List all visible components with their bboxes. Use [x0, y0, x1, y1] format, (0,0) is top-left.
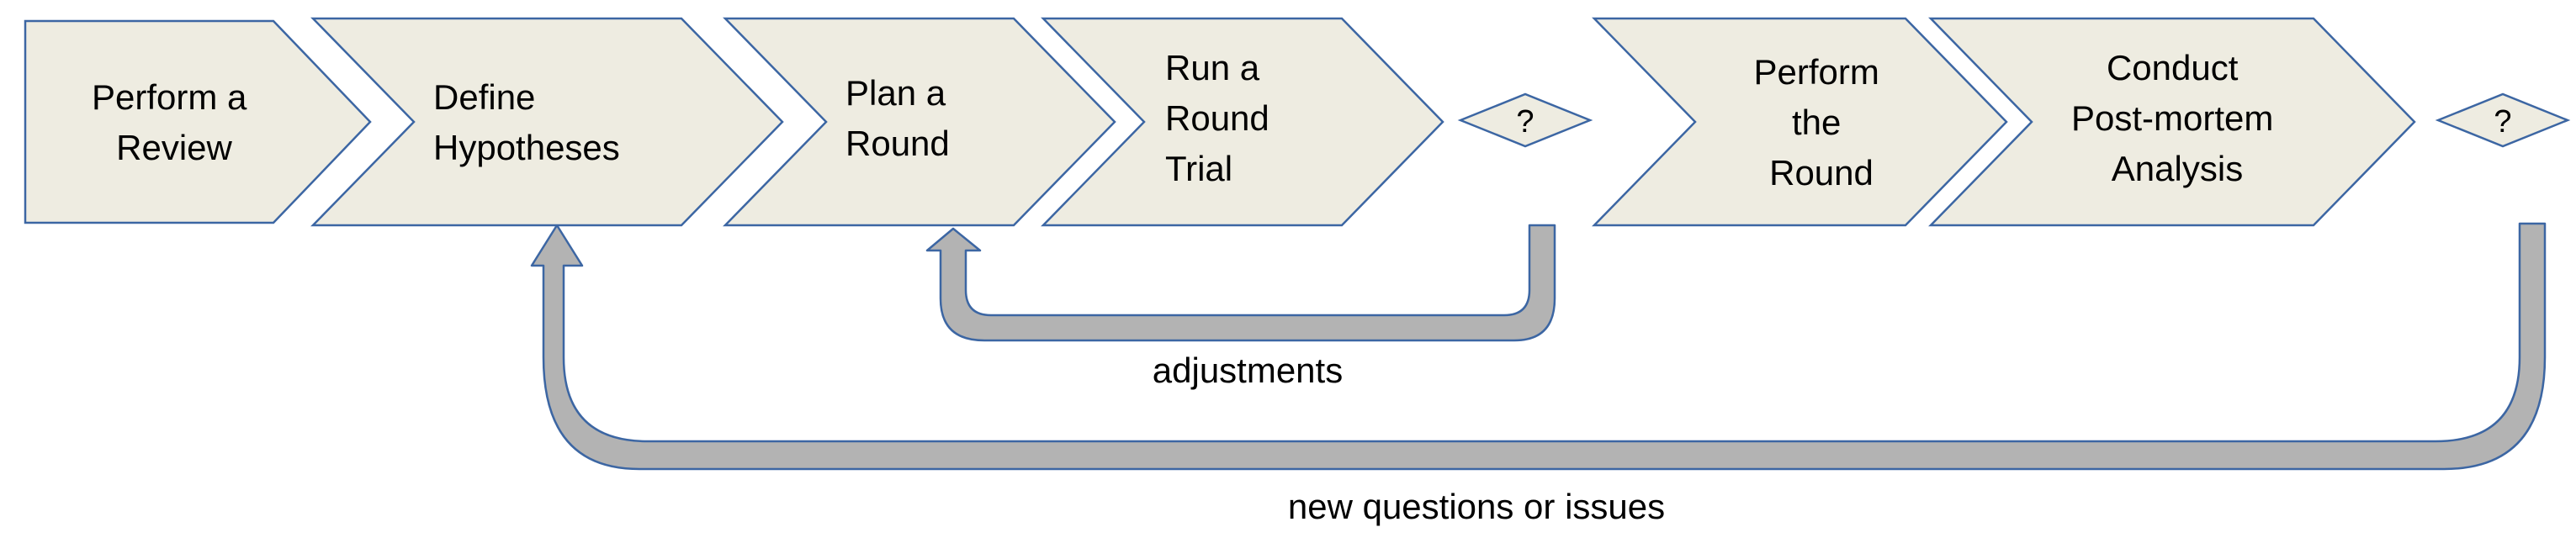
step-shape-plan [723, 17, 1116, 227]
decision-label-after-postmortem: ? [2494, 104, 2511, 140]
decision-label-after-trial: ? [1516, 104, 1534, 140]
step-postmortem-line-1: Conduct [2107, 48, 2239, 87]
step-perform-line-1: Perform [1753, 52, 1879, 92]
step-label-postmortem: Conduct Post-mortem Analysis [2071, 48, 2283, 188]
step-postmortem-line-2: Post-mortem [2071, 98, 2273, 138]
step-label-trial: Run a Round Trial [1165, 48, 1279, 188]
step-plan-line-1: Plan a [845, 73, 946, 113]
decision-shape-after-postmortem [2435, 92, 2571, 148]
step-perform-line-3: Round [1769, 153, 1874, 192]
step-plan-line-2: Round [845, 124, 950, 163]
step-shape-perform [1592, 17, 2008, 227]
step-shape-postmortem [1928, 17, 2416, 227]
step-hypotheses-line-2: Hypotheses [433, 128, 620, 167]
step-shape-trial [1041, 17, 1444, 227]
new-questions-label: new questions or issues [1288, 487, 1665, 526]
step-label-perform: Perform the Round [1753, 52, 1889, 192]
step-trial-line-2: Round [1165, 98, 1269, 138]
adjustments-loop-arrow [925, 224, 1556, 342]
step-trial-line-3: Trial [1165, 149, 1232, 188]
step-perform-line-2: the [1792, 103, 1841, 142]
adjustments-label: adjustments [1153, 351, 1343, 390]
decision-shape-after-trial [1457, 92, 1593, 148]
step-postmortem-line-3: Analysis [2112, 149, 2243, 188]
step-label-hypotheses: Define Hypotheses [433, 77, 620, 167]
step-hypotheses-line-1: Define [433, 77, 535, 117]
step-trial-line-1: Run a [1165, 48, 1260, 87]
step-review-line-2: Review [116, 128, 232, 167]
new-questions-loop-arrow [530, 222, 2547, 471]
step-review-line-1: Perform a [92, 77, 247, 117]
step-label-plan: Plan a Round [845, 73, 956, 163]
step-shape-hypotheses [310, 17, 784, 227]
step-label-review: Perform a Review [92, 77, 257, 167]
step-shape-review [24, 19, 372, 224]
